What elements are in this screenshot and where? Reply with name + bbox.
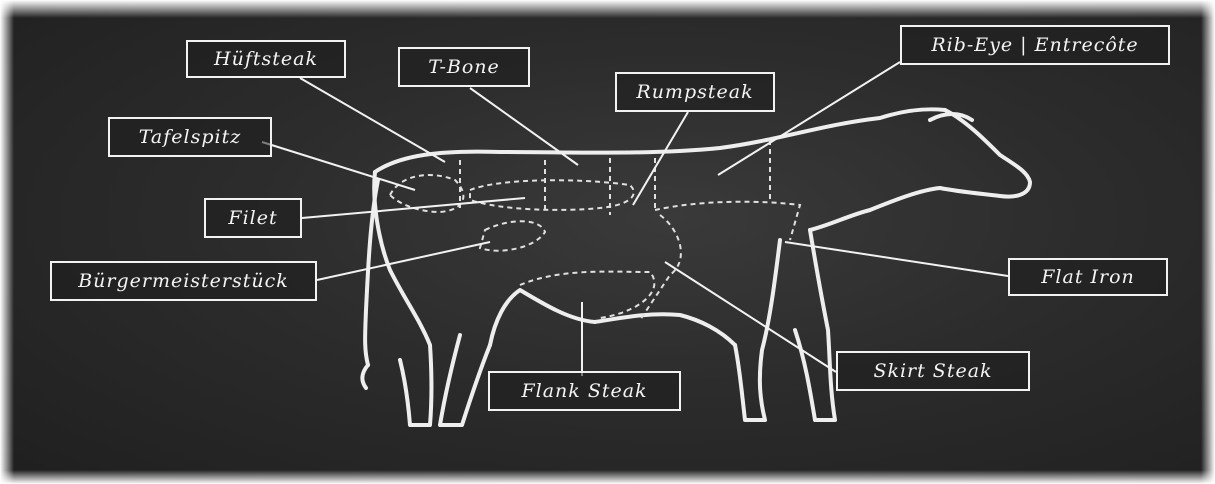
leader-filet (302, 198, 525, 218)
cow-head (940, 110, 1030, 197)
label-flank-steak: Flank Steak (488, 371, 681, 411)
cow-ear (930, 114, 972, 120)
right-fade (1201, 0, 1215, 484)
leader-rumpsteak (633, 112, 688, 205)
cut-tbone-region (545, 158, 610, 215)
label-filet: Filet (204, 198, 302, 238)
label-skirt-steak: Skirt Steak (836, 351, 1030, 391)
left-fade (0, 0, 14, 484)
label-flat-iron: Flat Iron (1008, 258, 1168, 296)
label-tbone: T-Bone (398, 47, 530, 87)
label-tafelspitz: Tafelspitz (108, 117, 272, 157)
cow-belly (490, 290, 735, 345)
label-hueftsteak: Hüftsteak (186, 40, 346, 78)
label-buergermeisterstueck: Bürgermeisterstück (50, 261, 317, 301)
cut-buerger-region (480, 221, 545, 250)
cut-flatiron-region (655, 202, 800, 240)
label-rumpsteak: Rumpsteak (615, 72, 775, 112)
label-ribeye: Rib-Eye | Entrecôte (900, 25, 1170, 65)
cow-front-leg (795, 230, 835, 420)
leader-tafelspitz (262, 142, 415, 190)
cow-hind-leg (440, 335, 490, 425)
top-fade (0, 0, 1215, 18)
bottom-fade (0, 470, 1215, 484)
cow-tail-tip (362, 365, 368, 388)
cut-flank-region (520, 272, 654, 318)
leader-hueftsteak (300, 78, 445, 162)
leader-buerger (317, 242, 490, 280)
cow-front-leg-2 (735, 240, 780, 420)
cow-neck (810, 188, 940, 230)
